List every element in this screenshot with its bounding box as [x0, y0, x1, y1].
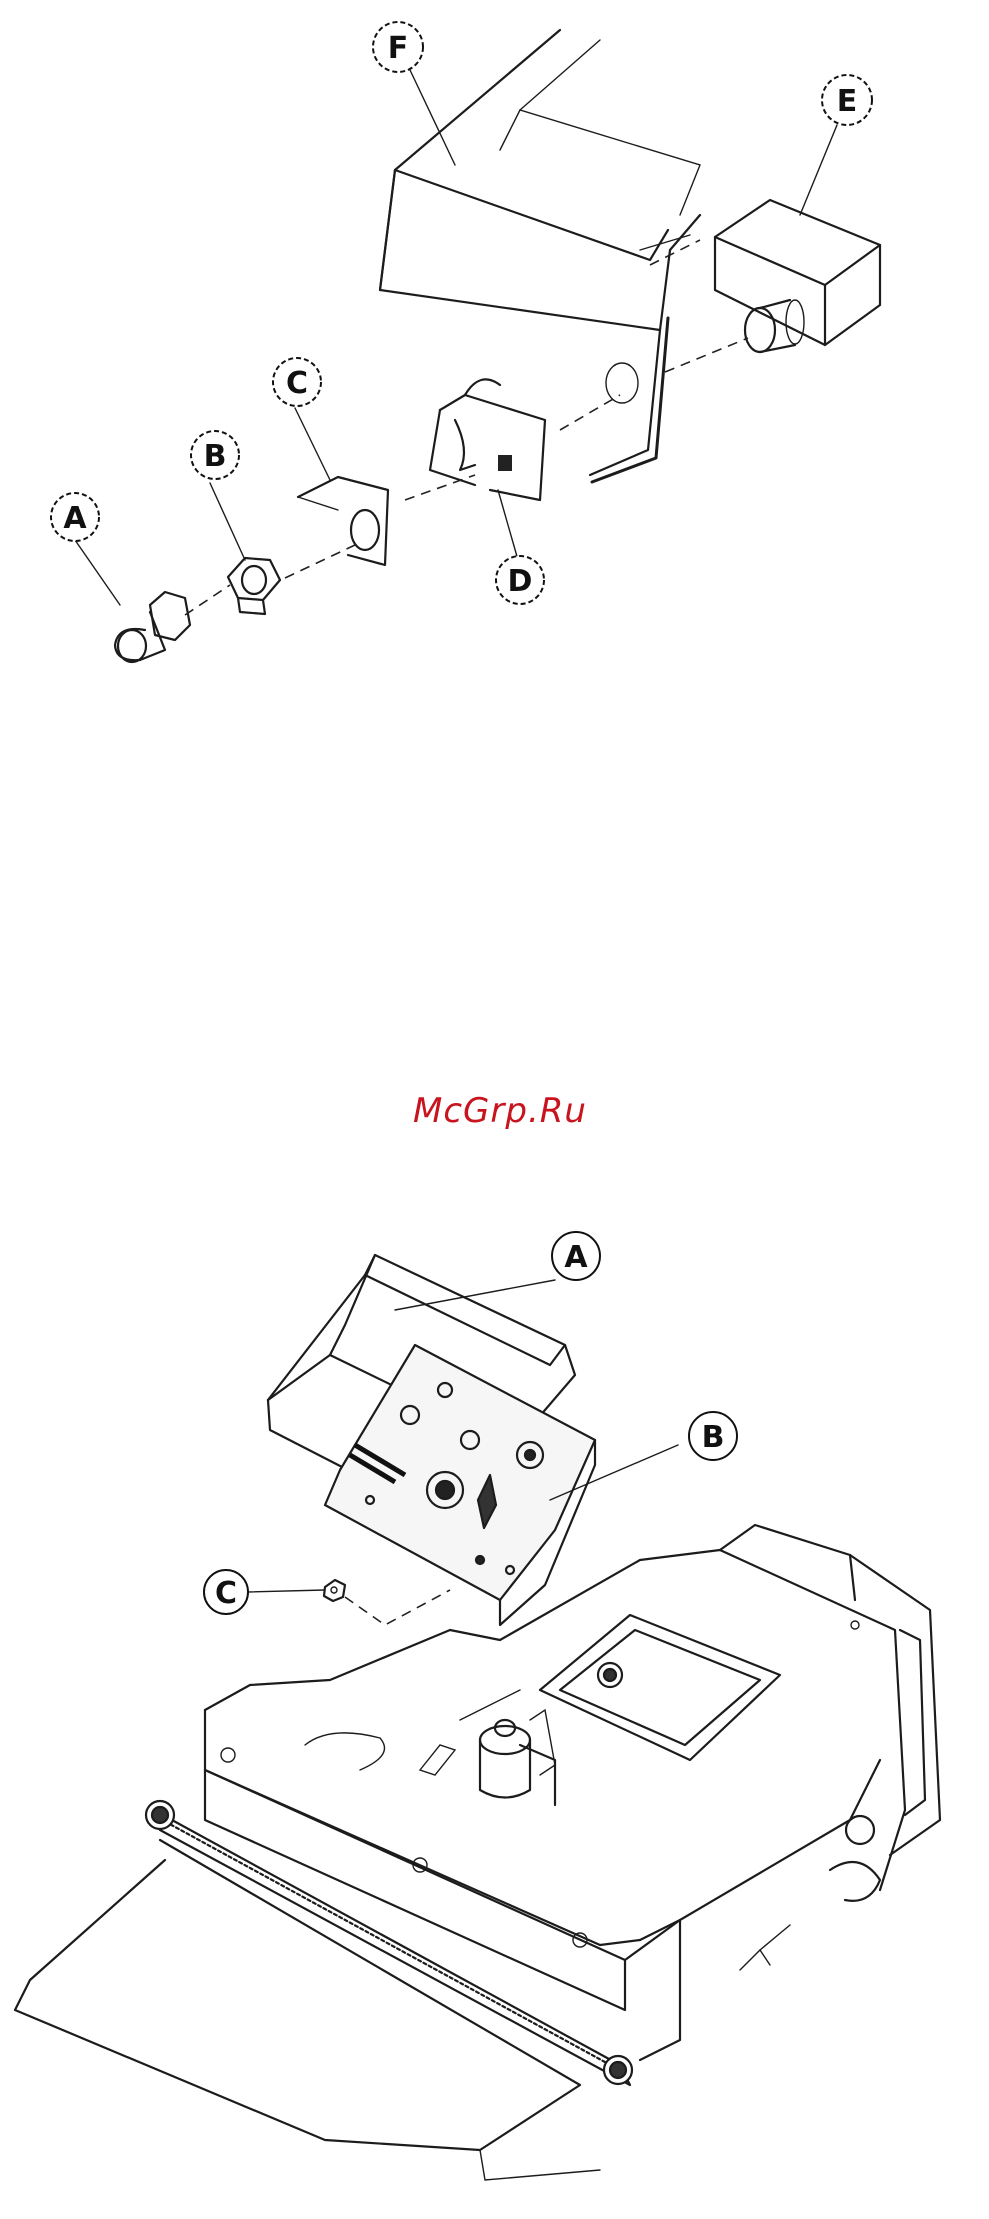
- plate-part-c: [298, 477, 388, 565]
- callout-b-top: B: [191, 431, 239, 479]
- svg-text:A: A: [564, 1240, 588, 1275]
- svg-text:F: F: [388, 31, 409, 66]
- knob-part-a: [115, 592, 190, 662]
- housing-part-f: [380, 30, 700, 482]
- svg-text:E: E: [837, 84, 858, 119]
- callout-a-top: A: [51, 493, 99, 541]
- top-bracket: [530, 1615, 780, 1775]
- callout-e-top: E: [822, 75, 872, 125]
- top-exploded-diagram: A B C D E F: [51, 22, 880, 662]
- callout-a-bottom: A: [552, 1232, 600, 1280]
- svg-text:C: C: [286, 366, 308, 401]
- callout-c-bottom: C: [204, 1570, 248, 1614]
- callout-f-top: F: [373, 22, 423, 72]
- bottom-machine-diagram: A B C: [15, 1232, 940, 2180]
- svg-text:B: B: [204, 439, 227, 474]
- svg-text:A: A: [63, 501, 87, 536]
- nut-part-b: [228, 558, 280, 614]
- solenoid: [480, 1720, 555, 1805]
- svg-text:D: D: [508, 564, 533, 599]
- bracket-part-d: [430, 379, 545, 500]
- small-nut-part-c: [324, 1580, 345, 1601]
- seal-bar: [146, 1801, 632, 2085]
- callout-c-top: C: [273, 358, 321, 406]
- box-part-e: [715, 200, 880, 352]
- svg-text:B: B: [702, 1420, 725, 1455]
- watermark-text: McGrp.Ru: [413, 1091, 587, 1131]
- svg-text:C: C: [215, 1576, 237, 1611]
- right-clamp: [740, 1816, 880, 1970]
- transformer-block: [720, 1525, 940, 1855]
- callout-d-top: D: [496, 556, 544, 604]
- callout-b-bottom: B: [689, 1412, 737, 1460]
